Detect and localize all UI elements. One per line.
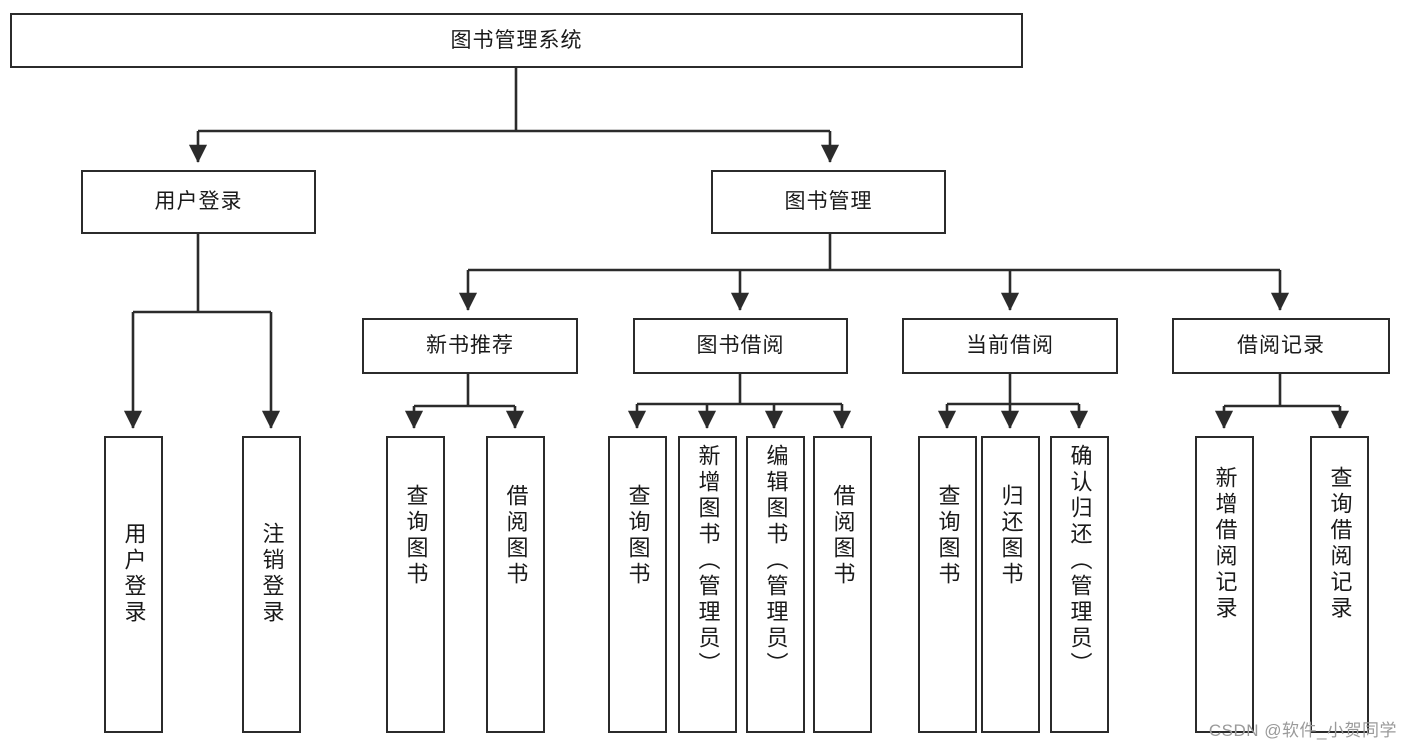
leaf-new-book-2[interactable]: 借阅图书 xyxy=(486,436,545,733)
leaf-current-borrow-3[interactable]: 确认归还（管理员） xyxy=(1050,436,1109,733)
leaf-current-borrow-1[interactable]: 查询图书 xyxy=(918,436,977,733)
leaf-borrow-record-1-label: 新增借阅记录 xyxy=(1212,466,1238,622)
node-user-login[interactable]: 用户登录 xyxy=(81,170,316,234)
node-current-borrow[interactable]: 当前借阅 xyxy=(902,318,1118,374)
leaf-book-borrow-1[interactable]: 查询图书 xyxy=(608,436,667,733)
leaf-current-borrow-3-label: 确认归还（管理员） xyxy=(1067,444,1093,678)
leaf-user-login-1[interactable]: 用户登录 xyxy=(104,436,163,733)
leaf-new-book-1-label: 查询图书 xyxy=(403,484,429,588)
leaf-borrow-record-2-label: 查询借阅记录 xyxy=(1327,466,1353,622)
leaf-borrow-record-2[interactable]: 查询借阅记录 xyxy=(1310,436,1369,733)
leaf-book-borrow-3[interactable]: 编辑图书（管理员） xyxy=(746,436,805,733)
node-book-borrow-label: 图书借阅 xyxy=(696,334,785,358)
leaf-book-borrow-2[interactable]: 新增图书（管理员） xyxy=(678,436,737,733)
leaf-user-login-2-label: 注销登录 xyxy=(259,522,285,626)
node-root[interactable]: 图书管理系统 xyxy=(10,13,1023,68)
node-book-manage[interactable]: 图书管理 xyxy=(711,170,946,234)
leaf-book-borrow-3-label: 编辑图书（管理员） xyxy=(763,444,789,678)
leaf-book-borrow-2-label: 新增图书（管理员） xyxy=(695,444,721,678)
csdn-watermark: CSDN @软件_小贺同学 xyxy=(1208,721,1397,740)
node-borrow-record-label: 借阅记录 xyxy=(1237,334,1325,358)
leaf-book-borrow-1-label: 查询图书 xyxy=(625,484,651,588)
node-new-book-recommend[interactable]: 新书推荐 xyxy=(362,318,578,374)
leaf-new-book-2-label: 借阅图书 xyxy=(503,484,529,588)
leaf-current-borrow-2-label: 归还图书 xyxy=(998,484,1024,588)
leaf-user-login-2[interactable]: 注销登录 xyxy=(242,436,301,733)
leaf-book-borrow-4-label: 借阅图书 xyxy=(830,484,856,588)
leaf-borrow-record-1[interactable]: 新增借阅记录 xyxy=(1195,436,1254,733)
node-root-label: 图书管理系统 xyxy=(450,28,583,52)
node-new-book-recommend-label: 新书推荐 xyxy=(426,334,514,358)
node-user-login-label: 用户登录 xyxy=(154,190,243,214)
node-book-manage-label: 图书管理 xyxy=(784,190,873,214)
leaf-user-login-1-label: 用户登录 xyxy=(121,522,147,626)
node-borrow-record[interactable]: 借阅记录 xyxy=(1172,318,1390,374)
node-book-borrow[interactable]: 图书借阅 xyxy=(633,318,848,374)
leaf-book-borrow-4[interactable]: 借阅图书 xyxy=(813,436,872,733)
leaf-current-borrow-1-label: 查询图书 xyxy=(935,484,961,588)
leaf-new-book-1[interactable]: 查询图书 xyxy=(386,436,445,733)
leaf-current-borrow-2[interactable]: 归还图书 xyxy=(981,436,1040,733)
node-current-borrow-label: 当前借阅 xyxy=(966,334,1054,358)
